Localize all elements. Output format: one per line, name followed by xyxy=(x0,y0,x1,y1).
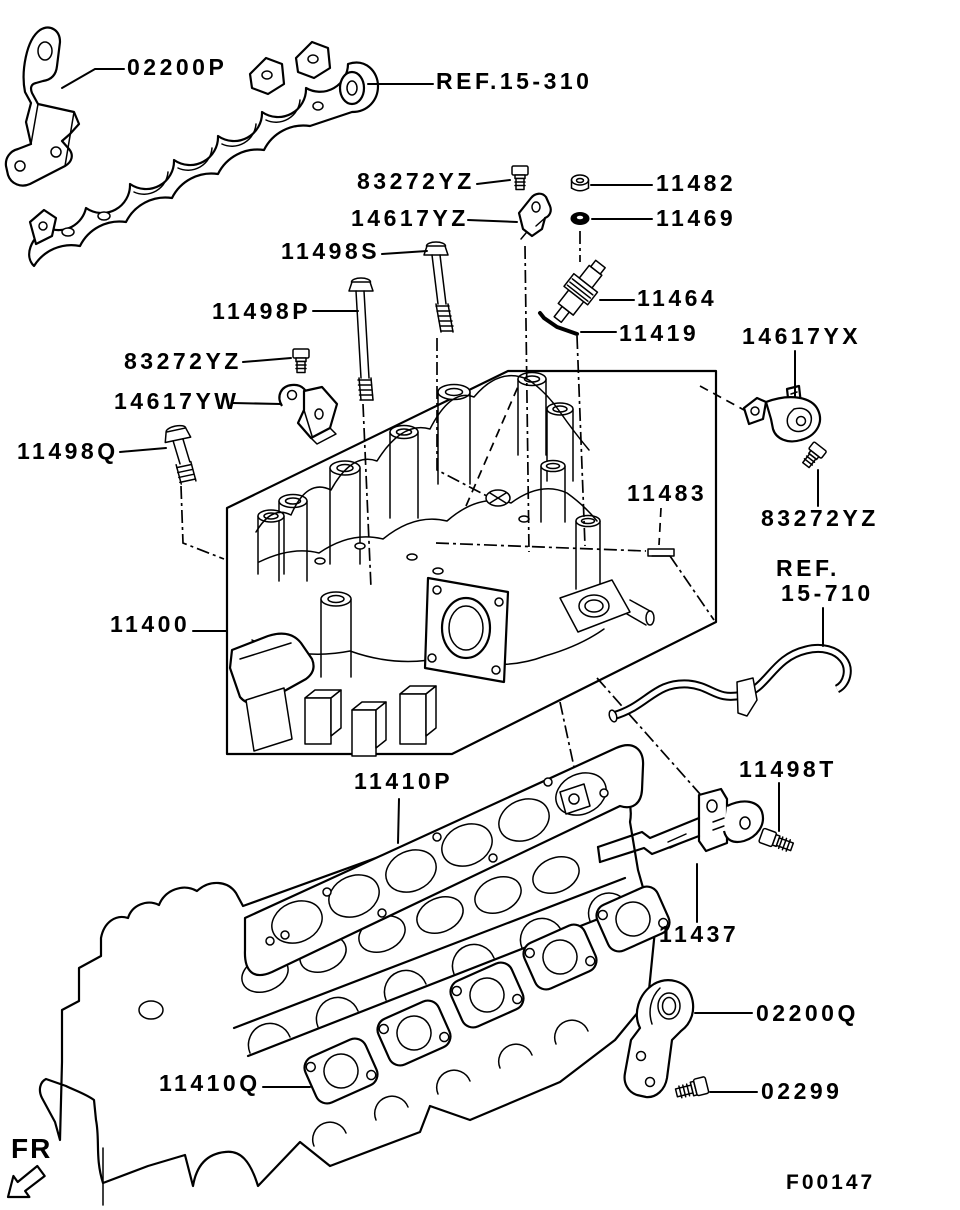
sensor-11464-icon xyxy=(553,259,606,324)
part-label-11410q: 11410Q xyxy=(159,1070,261,1096)
gasket-11410q-drawing xyxy=(303,885,671,1105)
figure-code-label: F00147 xyxy=(786,1171,876,1194)
bolt-11498q-icon xyxy=(164,424,197,485)
bracket-14617yz-icon xyxy=(517,192,552,240)
bolt-83272yz-top-icon xyxy=(511,165,529,191)
gasket-11410p-drawing xyxy=(243,744,645,977)
ref-label-15-310: REF.15-310 xyxy=(436,68,593,94)
bracket-14617yx-icon xyxy=(742,384,822,443)
part-label-11400: 11400 xyxy=(110,611,191,637)
ref-label-15-710-line2: 15-710 xyxy=(781,580,874,606)
cylinder-head-drawing xyxy=(38,775,657,1206)
bolt-83272yz-left-icon xyxy=(292,348,310,374)
seal-11469-icon xyxy=(570,212,590,225)
bolt-11498s-icon xyxy=(423,241,454,333)
stud-11483-icon xyxy=(647,548,675,557)
bracket-02200q-drawing xyxy=(623,979,695,1099)
bolt-83272yz-right-icon xyxy=(802,441,827,469)
part-label-14617yw: 14617YW xyxy=(114,388,240,414)
part-label-11419: 11419 xyxy=(619,320,700,346)
part-label-11498p: 11498P xyxy=(212,298,312,324)
part-label-83272yz-left: 83272YZ xyxy=(124,348,242,374)
part-label-11437: 11437 xyxy=(659,921,740,947)
part-label-11482: 11482 xyxy=(656,170,737,196)
front-marker-label: FR xyxy=(11,1133,53,1164)
pipe-ref-15-710-drawing xyxy=(608,643,852,723)
part-label-11483: 11483 xyxy=(627,480,708,506)
nut-11482-icon xyxy=(570,174,590,192)
part-label-02299: 02299 xyxy=(761,1078,843,1104)
part-label-83272yz-right: 83272YZ xyxy=(761,505,879,531)
bolt-02299-icon xyxy=(674,1076,710,1099)
part-label-02200q: 02200Q xyxy=(756,1000,859,1026)
part-label-11498s: 11498S xyxy=(281,238,381,264)
bracket-14617yw-icon xyxy=(278,383,339,445)
part-label-11410p: 11410P xyxy=(354,768,454,794)
intake-manifold-box xyxy=(225,369,718,756)
part-label-11464: 11464 xyxy=(637,285,718,311)
part-label-02200p: 02200P xyxy=(127,54,228,80)
part-label-11469: 11469 xyxy=(656,205,737,231)
part-label-83272yz-top: 83272YZ xyxy=(357,168,475,194)
part-label-11498q: 11498Q xyxy=(17,438,119,464)
exhaust-manifold-drawing xyxy=(28,40,380,268)
stay-11437-drawing xyxy=(596,787,765,864)
clip-11419-icon xyxy=(538,311,579,336)
bolt-11498p-icon xyxy=(348,277,374,401)
part-label-11498t: 11498T xyxy=(739,756,837,782)
ref-label-15-710-line1: REF. xyxy=(776,555,840,581)
front-direction-arrow-icon xyxy=(6,1164,46,1199)
part-label-14617yz: 14617YZ xyxy=(351,205,469,231)
bolt-11498t-icon xyxy=(758,827,795,852)
assembly-centerlines xyxy=(180,231,745,819)
intake-manifold-drawing xyxy=(228,371,655,757)
part-label-14617yx: 14617YX xyxy=(742,323,862,349)
bracket-02200p-drawing xyxy=(4,26,81,187)
leader-lines xyxy=(61,68,824,1093)
